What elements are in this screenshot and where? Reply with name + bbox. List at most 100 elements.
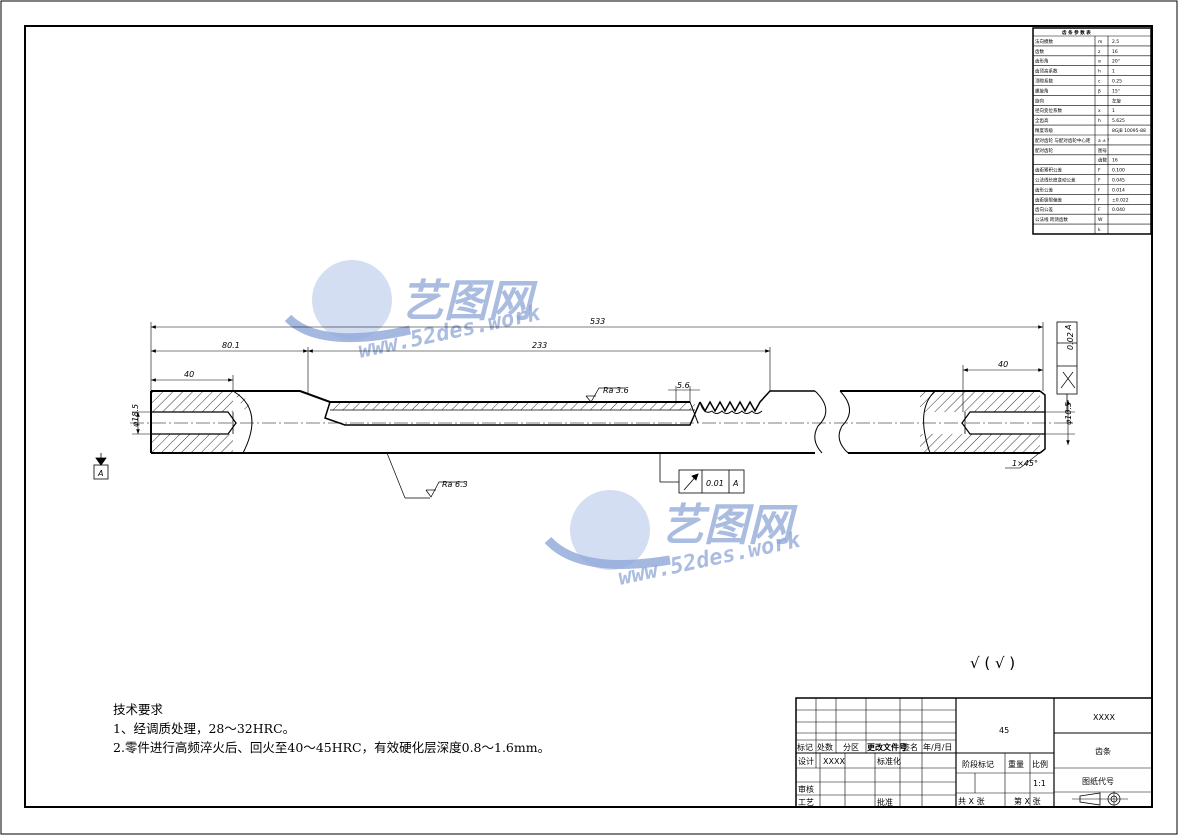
tb-process: 工艺 [798,798,814,807]
rack-teeth [699,390,815,413]
tb-count: 处数 [817,742,833,752]
dim-left-hole-depth: 40 [184,370,194,379]
tb-standardize: 标准化 [877,756,901,766]
param-val: 16 [1112,49,1118,55]
param-val: 5.625 [1112,118,1125,124]
param-name: 齿顶高系数 [1035,68,1058,75]
param-name: 齿距累积公差 [1035,167,1062,174]
watermark-logo-bottom: 艺图网 www.52des.work [544,490,803,591]
watermark-logo-top: 艺图网 www.52des.work [284,260,543,364]
general-roughness: √ ( √ ) [970,654,1015,672]
param-sym: F [1098,178,1101,184]
tb-drawing-code: 图纸代号 [1082,776,1114,786]
param-name: 齿形公差 [1035,186,1053,193]
param-sym: z [1098,50,1101,55]
param-table [1032,27,1152,235]
param-name: 全齿高 [1035,117,1049,124]
roughness-shaft [386,452,465,499]
runout-datum: A [732,479,738,488]
tb-weight: 重量 [1008,759,1024,769]
dim-right-hole-depth: 40 [998,360,1008,369]
param-sym: W [1098,217,1103,223]
param-sym: 图号 [1098,148,1107,154]
param-val: ±0.022 [1112,197,1129,203]
param-sym: 齿数 [1098,157,1107,164]
param-sym: β [1098,88,1101,94]
roughness-shaft-label: Ra 6.3 [442,480,468,489]
param-name: 公法线 跨测齿数 [1035,216,1068,223]
tech-requirement-2: 2.零件进行高频淬火后、回火至40～45HRC，有效硬化层深度0.8～1.6mm… [113,740,551,755]
param-val: 0.045 [1112,178,1125,184]
param-val: 左旋 [1112,97,1121,104]
datum-label: A [97,469,103,478]
param-sym: c [1098,80,1101,85]
param-sym: f [1098,187,1100,193]
param-name: 齿形角 [1035,58,1049,65]
param-val: 1 [1112,69,1115,75]
tb-date: 年/月/日 [923,742,952,752]
cylindricity-datum: A [1064,325,1073,331]
tb-review: 审核 [798,784,814,794]
inner-frame [24,25,1153,808]
projection-symbol [1079,792,1101,806]
dim-middle-segment: 233 [532,341,547,350]
param-name: 齿数 [1035,48,1044,55]
tb-approve: 批准 [877,797,893,807]
tb-stage-mark: 阶段标记 [962,759,994,769]
dimension-labels: 533 80.1 233 40 40 φ18.5 φ10.5 5.6 1×45° [131,317,1073,468]
param-sym: m [1098,40,1102,45]
param-table-title: 齿 条 参 数 表 [1062,29,1091,36]
tb-scale-label: 比例 [1032,759,1048,769]
dim-thread-pitch: 5.6 [677,381,690,390]
param-name: 精度等级 [1035,127,1053,134]
param-val: 15° [1112,88,1120,94]
tb-designer: XXXX [823,757,845,766]
param-sym: F [1098,207,1101,213]
tb-signature: 签名 [902,742,918,752]
dim-overall-length: 533 [590,317,605,326]
param-val: 0.25 [1112,79,1122,85]
param-sym: F [1098,168,1101,174]
cylindricity-value: 0.02 [1066,332,1075,350]
param-name: 齿距极限偏差 [1035,196,1062,203]
param-name: 螺旋角 [1035,87,1049,94]
dim-right-diameter: φ10.5 [1064,402,1073,425]
param-sym: α [1098,60,1101,65]
tech-requirements-title: 技术要求 [113,702,164,717]
tb-mark: 标记 [797,742,813,752]
param-name: 旋向 [1035,97,1044,104]
dimensions [132,322,1075,469]
param-val: 0.100 [1112,168,1125,174]
param-name: 法向模数 [1035,38,1053,45]
roughness-rack-face [585,387,625,403]
param-name: 配对齿轮 与配对齿轮中心距 [1035,137,1091,144]
tb-design: 设计 [798,756,814,766]
cylindricity-tolerance-frame [1056,321,1078,412]
left-hatch-bottom [151,434,233,453]
watermark-cn-2: 艺图网 [660,500,798,551]
param-name: 顶隙系数 [1035,78,1053,85]
param-name: 公法线长度变动公差 [1035,177,1076,184]
runout-tolerance-frame [659,453,745,494]
dim-left-segment: 80.1 [222,341,240,350]
param-sym: h [1098,118,1101,124]
datum-symbol [93,453,109,480]
tb-part-name: 齿条 [1095,746,1111,756]
tb-change-doc: 更改文件号 [867,742,907,752]
param-val: 0.040 [1112,207,1125,213]
param-val: 16 [1112,158,1118,164]
rack-part [130,390,1075,454]
right-hatch-top [920,391,1040,412]
tb-material: 45 [999,726,1009,735]
right-hatch-bottom [920,434,1040,453]
watermark-cn: 艺图网 [400,276,538,327]
param-name: 齿向公差 [1035,206,1053,213]
param-sym: x [1098,109,1101,114]
param-sym: k [1098,227,1101,233]
dim-left-diameter: φ18.5 [131,404,140,427]
param-sym: a ± f [1098,138,1109,144]
tb-sheet-no: 第 X 张 [1014,796,1041,806]
